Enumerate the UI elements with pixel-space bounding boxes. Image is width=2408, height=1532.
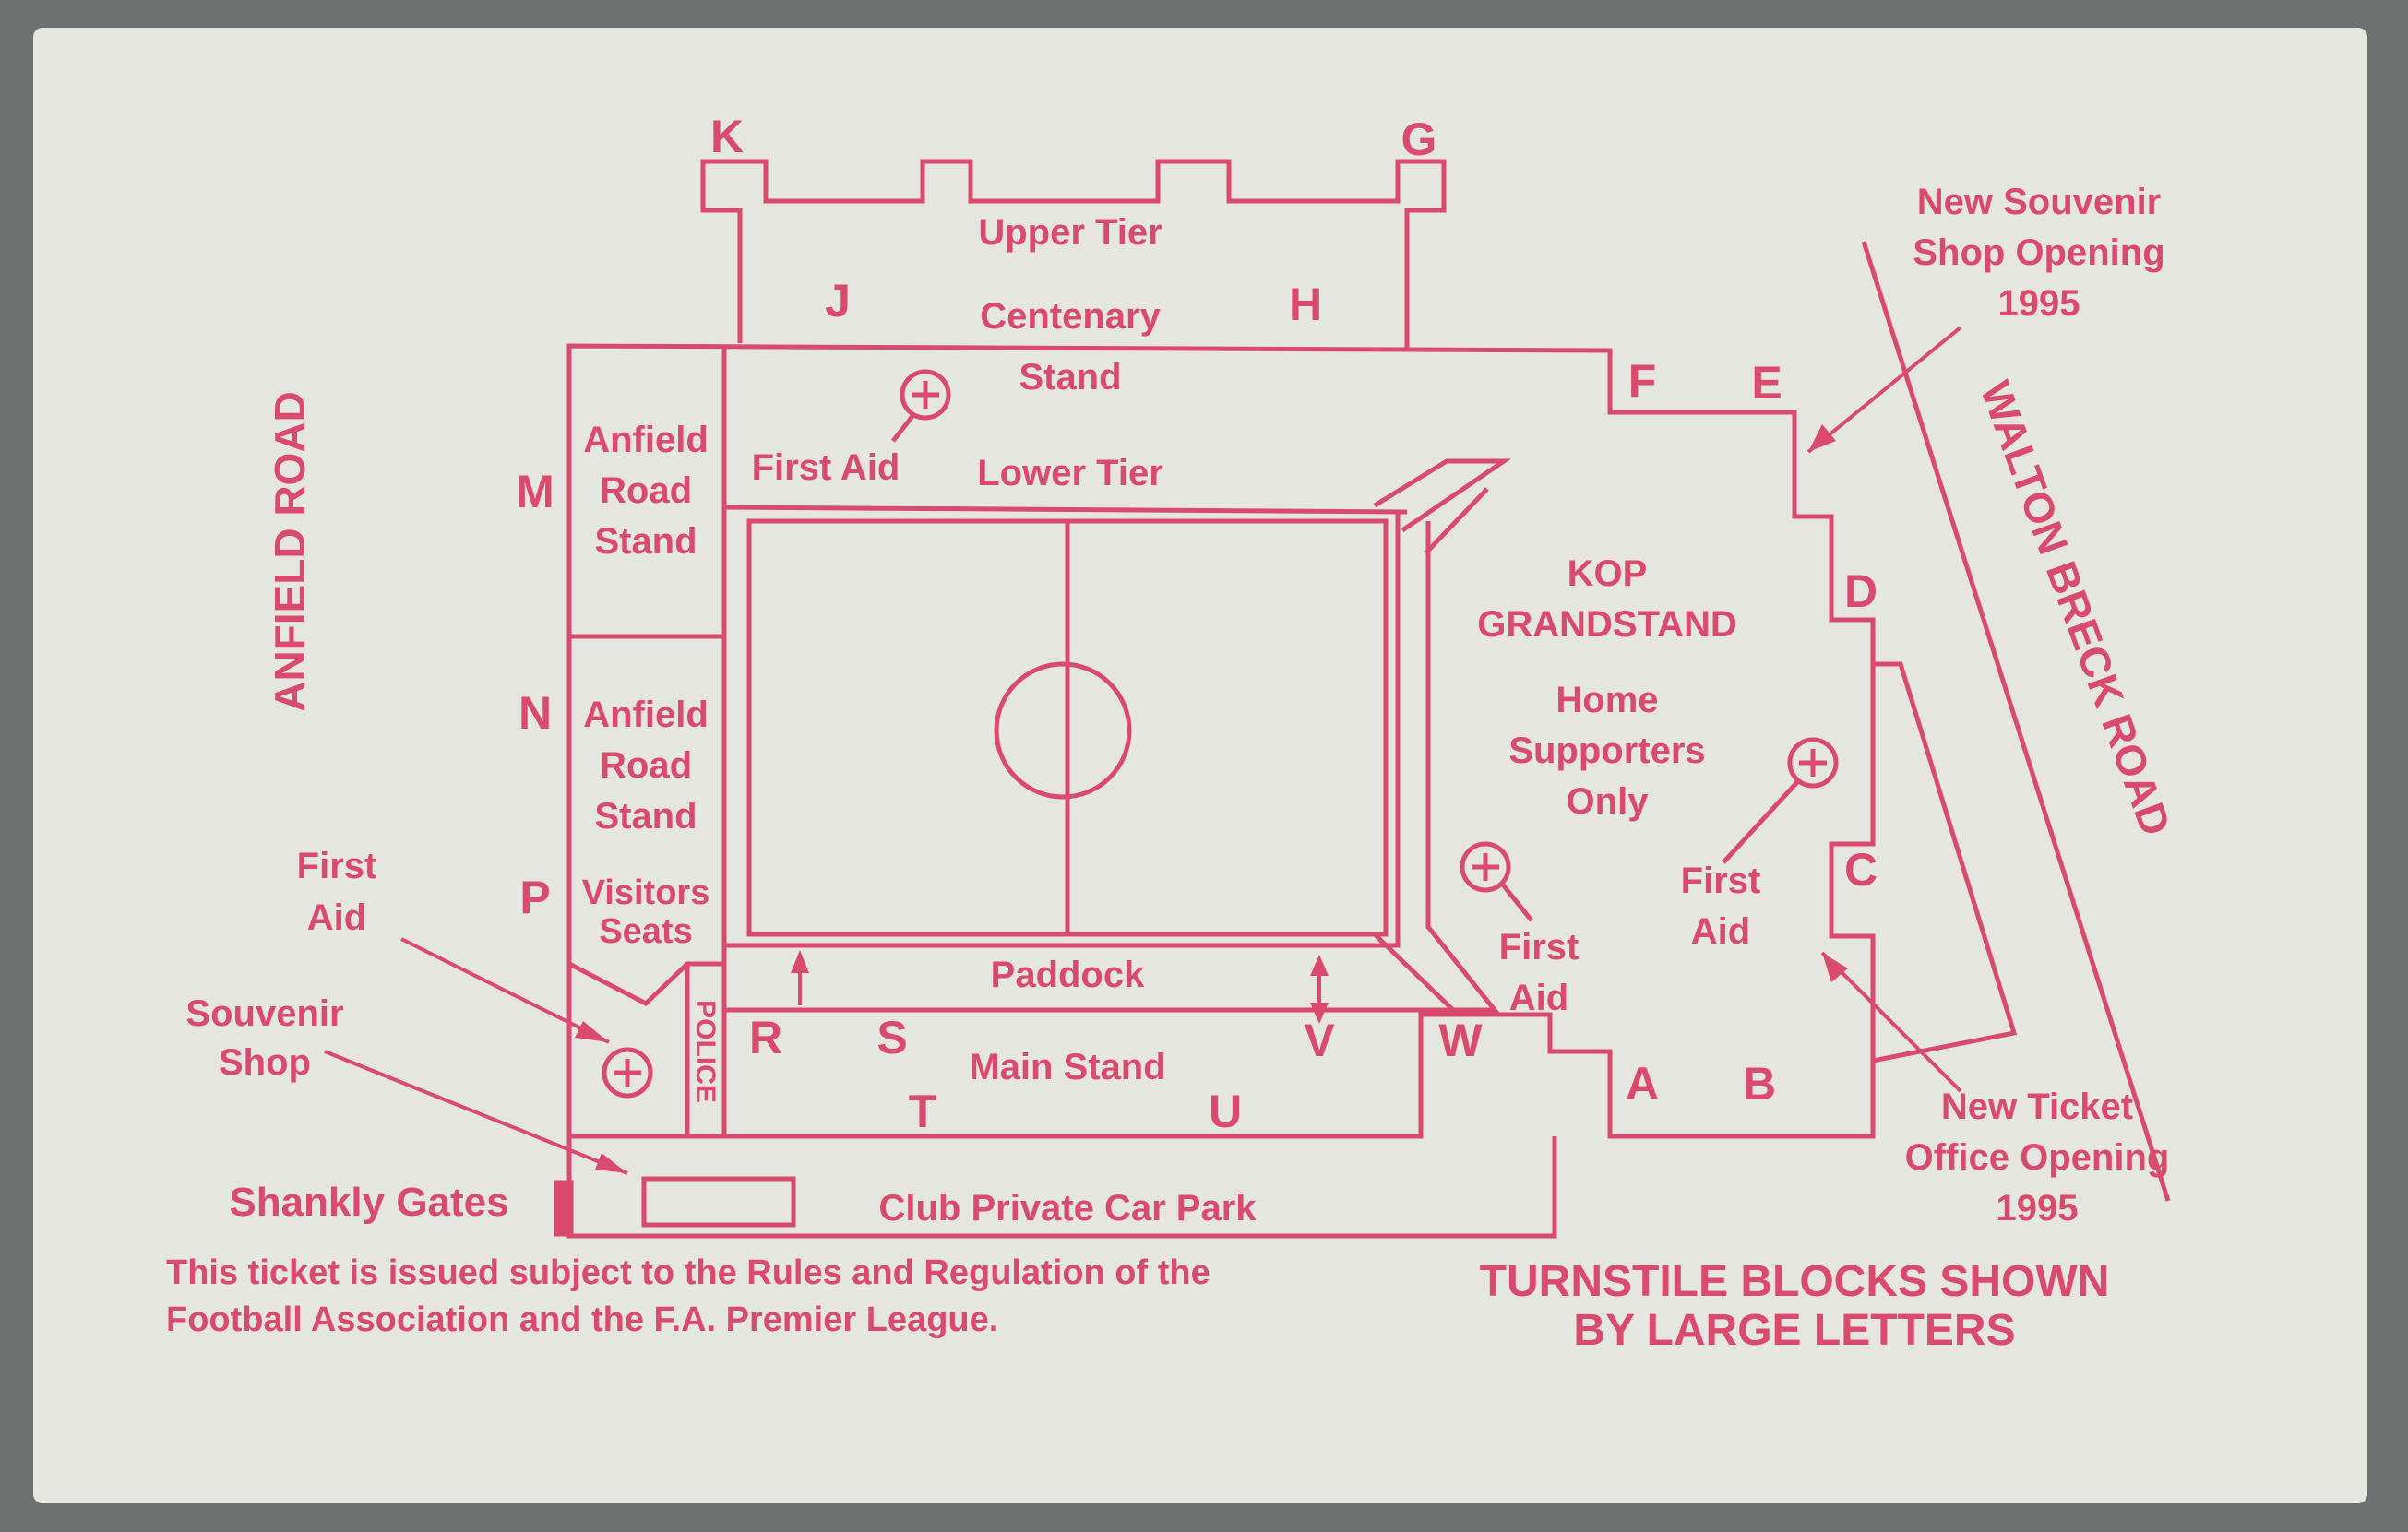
souvenir-shop-arrow bbox=[324, 1050, 628, 1175]
visitors-section-edge bbox=[567, 961, 724, 1007]
turnstile-d: D bbox=[1844, 565, 1878, 617]
supporters-label: Supporters bbox=[1508, 730, 1705, 771]
anfield-stand-2-line2: Road bbox=[600, 745, 692, 786]
first-aid-left-line2: Aid bbox=[307, 897, 366, 938]
car-park-bay bbox=[641, 1176, 796, 1228]
turnstile-f: F bbox=[1628, 355, 1657, 407]
turnstile-m: M bbox=[516, 466, 554, 517]
anfield-road-label: ANFIELD ROAD bbox=[266, 391, 314, 712]
ticket-office-wedge bbox=[1872, 661, 2018, 1063]
map-labels: ANFIELD ROAD WALTON BRECK ROAD Upper Tie… bbox=[166, 182, 2180, 1355]
main-stand-label: Main Stand bbox=[969, 1047, 1165, 1087]
first-aid-icon-kop-east bbox=[1722, 737, 1839, 864]
turnstile-k: K bbox=[710, 111, 744, 162]
anfield-stand-1-line3: Stand bbox=[594, 521, 697, 562]
new-souvenir-line3: 1995 bbox=[1998, 283, 2080, 324]
new-souvenir-line2: Shop Opening bbox=[1913, 232, 2164, 273]
lower-tier-label: Lower Tier bbox=[977, 453, 1163, 493]
kop-corner-strike bbox=[1424, 487, 1489, 555]
first-aid-left-line1: First bbox=[297, 846, 377, 886]
visitors-label: Visitors bbox=[582, 873, 710, 912]
new-ticket-line3: 1995 bbox=[1997, 1188, 2079, 1229]
first-aid-icon-kop-west bbox=[1460, 841, 1533, 922]
only-label: Only bbox=[1567, 781, 1650, 822]
new-ticket-arrow bbox=[1820, 951, 1962, 1093]
anfield-stand-1-line1: Anfield bbox=[583, 420, 709, 460]
centenary-label: Centenary bbox=[980, 296, 1161, 337]
turnstile-n: N bbox=[519, 687, 552, 739]
turnstile-c: C bbox=[1844, 844, 1878, 896]
shankly-gates-marker bbox=[554, 1180, 574, 1237]
home-label: Home bbox=[1556, 680, 1658, 720]
car-park-label: Club Private Car Park bbox=[878, 1188, 1257, 1229]
first-aid-centenary-label: First Aid bbox=[752, 447, 900, 488]
disclaimer-line2: Football Association and the F.A. Premie… bbox=[166, 1300, 998, 1339]
turnstile-u: U bbox=[1209, 1086, 1242, 1137]
kop-inner-edge bbox=[1373, 521, 1500, 1013]
new-ticket-line1: New Ticket bbox=[1941, 1087, 2133, 1127]
first-aid-left-arrow bbox=[400, 937, 610, 1044]
new-souvenir-arrow bbox=[1806, 326, 1962, 454]
anfield-stand-2-line3: Stand bbox=[594, 796, 697, 837]
turnstile-note-line1: TURNSTILE BLOCKS SHOWN bbox=[1480, 1257, 2110, 1306]
turnstile-v: V bbox=[1304, 1015, 1335, 1066]
turnstile-b: B bbox=[1743, 1058, 1776, 1110]
turnstile-w: W bbox=[1438, 1015, 1483, 1066]
anfield-stand-2-line1: Anfield bbox=[583, 695, 709, 735]
disclaimer-line1: This ticket is issued subject to the Rul… bbox=[166, 1253, 1210, 1292]
turnstile-p: P bbox=[519, 872, 550, 923]
souvenir-shop-line1: Souvenir bbox=[185, 993, 343, 1034]
stadium-outline bbox=[554, 159, 2171, 1239]
turnstile-h: H bbox=[1289, 279, 1322, 330]
first-aid-kop-w-line1: First bbox=[1499, 927, 1580, 968]
centenary-stand-outline bbox=[700, 159, 1447, 349]
anfield-stand-1-line2: Road bbox=[600, 470, 692, 511]
turnstile-t: T bbox=[909, 1086, 937, 1137]
centre-circle bbox=[994, 661, 1132, 800]
turnstile-e: E bbox=[1751, 357, 1782, 409]
turnstile-note-line2: BY LARGE LETTERS bbox=[1573, 1306, 2015, 1355]
upper-tier-label: Upper Tier bbox=[978, 212, 1162, 253]
new-ticket-line2: Office Opening bbox=[1905, 1137, 2170, 1178]
first-aid-kop-w-line2: Aid bbox=[1509, 978, 1568, 1018]
turnstile-g: G bbox=[1401, 113, 1437, 165]
first-aid-kop-e-line2: Aid bbox=[1691, 911, 1750, 952]
arrows bbox=[324, 326, 1962, 1175]
first-aid-icon-left bbox=[602, 1047, 653, 1099]
turnstile-letters: K G J H F E D C B A W V U T S R P N M bbox=[516, 111, 1878, 1137]
seats-label: Seats bbox=[599, 912, 692, 951]
kop-label: KOP bbox=[1568, 553, 1648, 594]
first-aid-symbols bbox=[602, 369, 1839, 1099]
shankly-gates-label: Shankly Gates bbox=[229, 1180, 508, 1225]
souvenir-shop-line2: Shop bbox=[219, 1042, 311, 1083]
first-aid-icon-centenary bbox=[891, 369, 951, 443]
kop-corner-flag bbox=[1373, 458, 1512, 533]
turnstile-r: R bbox=[749, 1012, 782, 1063]
walton-breck-road-line bbox=[1861, 241, 2171, 1202]
turnstile-j: J bbox=[825, 275, 851, 327]
paddock-label: Paddock bbox=[991, 955, 1145, 995]
stadium-perimeter bbox=[566, 343, 1876, 1139]
lower-tier-line bbox=[723, 505, 1408, 515]
grandstand-label: GRANDSTAND bbox=[1477, 604, 1736, 645]
stand-label: Stand bbox=[1019, 357, 1121, 398]
pitch-inner-edge bbox=[724, 512, 1401, 948]
turnstile-s: S bbox=[876, 1012, 907, 1063]
police-label: POLICE bbox=[690, 1000, 721, 1103]
new-souvenir-line1: New Souvenir bbox=[1917, 182, 2162, 222]
turnstile-a: A bbox=[1626, 1058, 1659, 1110]
first-aid-kop-e-line1: First bbox=[1681, 861, 1761, 901]
